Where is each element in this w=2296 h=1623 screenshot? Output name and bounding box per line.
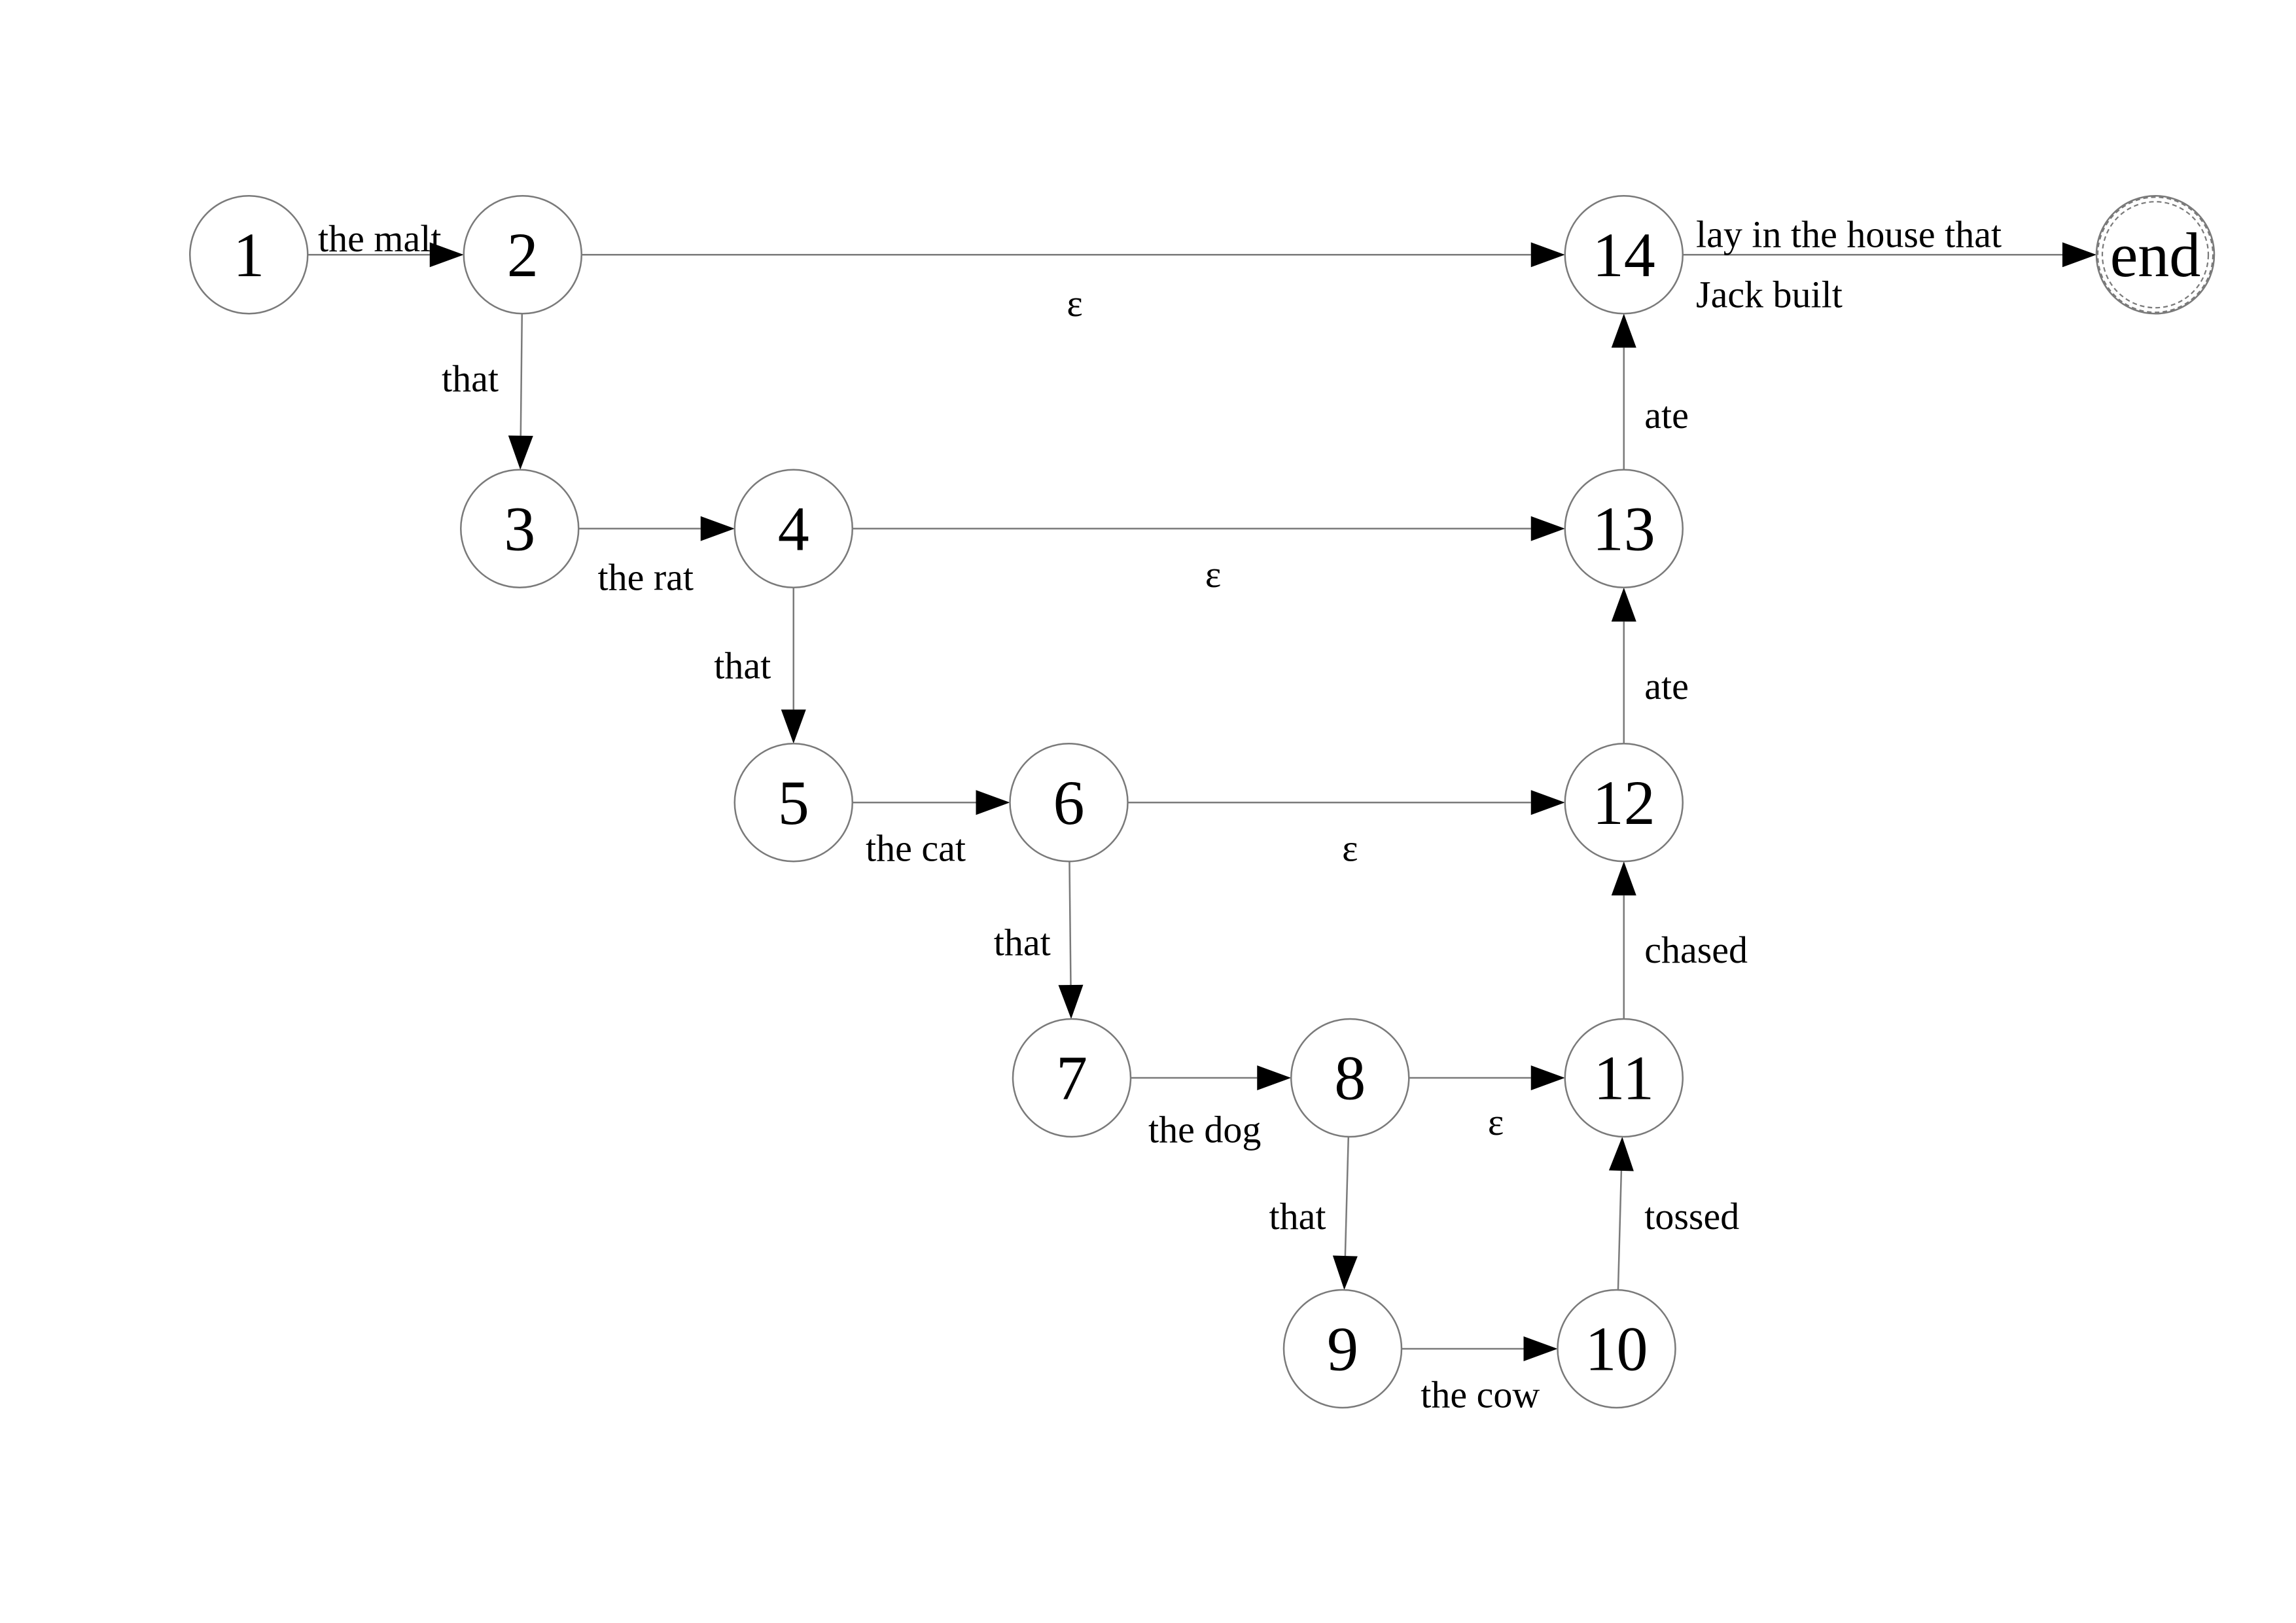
edge-label-5-to-6: the cat <box>866 827 966 870</box>
state-label-9: 9 <box>1327 1314 1358 1384</box>
state-node-2 <box>463 195 582 315</box>
arrowhead-9-to-10 <box>1523 1336 1558 1361</box>
arrowhead-7-to-8 <box>1257 1065 1292 1090</box>
transition-6-to-7 <box>1069 861 1072 986</box>
edge-label-3-to-4: the rat <box>598 556 694 599</box>
arrowhead-3-to-4 <box>700 516 735 541</box>
state-node-8 <box>1290 1018 1410 1138</box>
state-label-6: 6 <box>1053 768 1085 838</box>
arrowhead-8-to-9 <box>1332 1255 1358 1291</box>
arrowhead-6-to-7 <box>1058 984 1084 1020</box>
edge-label-6-to-12: ε <box>1342 827 1358 870</box>
state-label-7: 7 <box>1056 1043 1087 1113</box>
state-label-14: 14 <box>1593 220 1655 290</box>
state-node-3 <box>460 469 580 588</box>
state-node-11 <box>1564 1018 1684 1138</box>
transition-2-to-3 <box>520 313 523 436</box>
final-state-inner-ring <box>2101 201 2210 309</box>
state-node-10 <box>1557 1289 1676 1409</box>
state-label-12: 12 <box>1593 768 1655 838</box>
transition-8-to-9 <box>1344 1136 1350 1257</box>
edge-label-4-to-5: that <box>714 645 771 687</box>
edge-label-8-to-9: that <box>1269 1195 1326 1238</box>
state-label-1: 1 <box>233 220 264 290</box>
state-node-13 <box>1564 469 1684 588</box>
edge-label-8-to-11: ε <box>1488 1101 1504 1143</box>
state-node-7 <box>1012 1018 1132 1138</box>
arrowhead-2-to-14 <box>1530 242 1565 268</box>
state-label-11: 11 <box>1594 1043 1654 1113</box>
arrowhead-14-to-end <box>2062 242 2096 268</box>
state-label-5: 5 <box>778 768 809 838</box>
final-state-label: end <box>2110 220 2201 290</box>
edge-label-14-to-end-line2: Jack built <box>1696 274 1843 316</box>
arrowhead-4-to-5 <box>781 709 806 744</box>
state-node-9 <box>1282 1289 1403 1409</box>
edge-label-14-to-end: lay in the house that <box>1696 213 2002 255</box>
arrowhead-4-to-13 <box>1530 516 1565 541</box>
edge-label-1-to-2: the malt <box>318 217 441 260</box>
state-label-13: 13 <box>1593 493 1655 563</box>
state-node-14 <box>1564 195 1684 315</box>
state-node-6 <box>1009 743 1129 863</box>
state-node-12 <box>1564 743 1684 863</box>
arrowhead-6-to-12 <box>1530 790 1565 815</box>
arrowhead-2-to-3 <box>508 435 533 470</box>
arrowhead-13-to-14 <box>1611 313 1636 348</box>
edge-label-13-to-14: ate <box>1644 394 1689 437</box>
final-state-outer-ring <box>2096 196 2214 313</box>
edge-label-9-to-10: the cow <box>1421 1373 1540 1416</box>
state-label-10: 10 <box>1585 1314 1648 1384</box>
edge-label-10-to-11: tossed <box>1644 1195 1739 1238</box>
transition-10-to-11 <box>1617 1170 1623 1291</box>
edge-label-7-to-8: the dog <box>1148 1108 1261 1150</box>
edge-label-12-to-13: ate <box>1644 665 1689 707</box>
edge-label-2-to-3: that <box>442 357 499 400</box>
edge-label-11-to-12: chased <box>1644 929 1748 971</box>
arrowhead-12-to-13 <box>1611 587 1636 622</box>
edge-label-4-to-13: ε <box>1205 553 1221 596</box>
state-label-8: 8 <box>1334 1043 1366 1113</box>
state-node-1 <box>189 195 309 315</box>
edge-label-6-to-7: that <box>994 921 1051 964</box>
state-node-4 <box>733 469 853 588</box>
arrowhead-5-to-6 <box>976 790 1010 815</box>
state-label-4: 4 <box>778 493 809 563</box>
state-node-5 <box>733 743 853 863</box>
edge-label-2-to-14: ε <box>1067 282 1082 325</box>
state-label-2: 2 <box>507 220 539 290</box>
state-label-3: 3 <box>504 493 535 563</box>
final-state-node <box>2095 195 2216 315</box>
arrowhead-10-to-11 <box>1608 1136 1634 1171</box>
arrowhead-1-to-2 <box>429 242 464 268</box>
arrowhead-8-to-11 <box>1530 1065 1565 1090</box>
arrowhead-11-to-12 <box>1611 861 1636 896</box>
